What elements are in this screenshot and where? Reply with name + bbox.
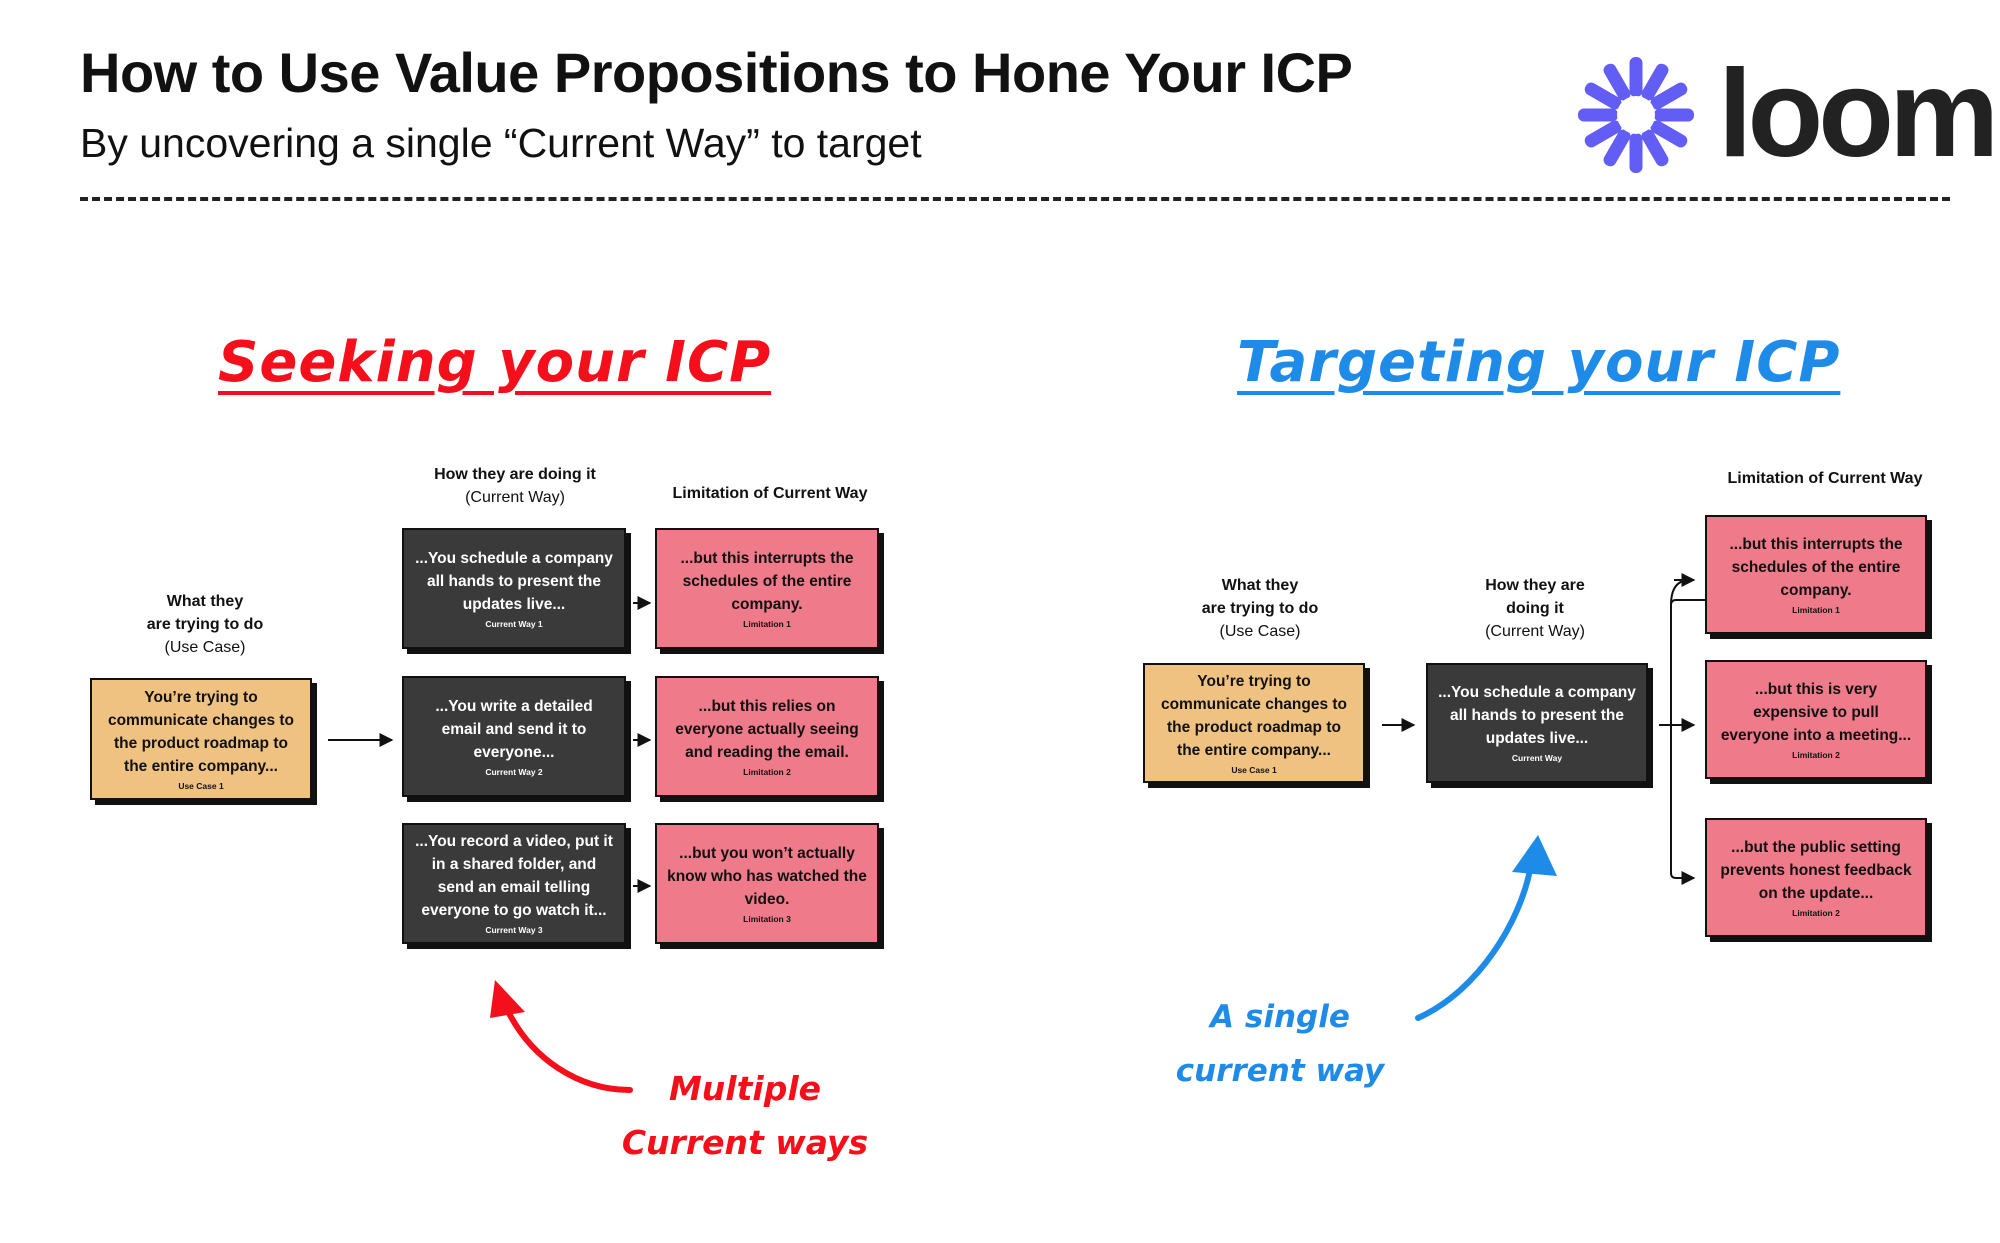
r-limitation-box: ...but the public setting prevents hones… [1705, 818, 1927, 937]
r-use-case-header: What they are trying to do (Use Case) [1201, 577, 1319, 640]
current-way-box: ...You record a video, put it in a share… [402, 823, 626, 944]
limitation-header: Limitation of Current Way [672, 485, 868, 502]
red-curved-arrow [502, 1002, 633, 1093]
targeting-heading: Targeting your ICP [1237, 330, 1841, 395]
single-current-way-note: A single current way [1175, 999, 1385, 1089]
branch-bracket [1670, 599, 1706, 885]
page-title: How to Use Value Propositions to Hone Yo… [80, 41, 1353, 104]
r-use-case-box: You’re trying to communicate changes to … [1143, 663, 1365, 783]
current-way-box: ...You schedule a company all hands to p… [402, 528, 626, 649]
r-current-way-header: How they are doing it (Current Way) [1485, 577, 1585, 640]
page-subtitle: By uncovering a single “Current Way” to … [80, 120, 922, 166]
current-way-header: How they are doing it (Current Way) [434, 466, 596, 506]
limitation-box: ...but you won’t actually know who has w… [655, 823, 879, 944]
r-limitation-header: Limitation of Current Way [1727, 470, 1923, 487]
loom-asterisk-icon [1578, 57, 1694, 173]
r-current-way-box: ...You schedule a company all hands to p… [1426, 663, 1648, 783]
limitation-box: ...but this interrupts the schedules of … [655, 528, 879, 649]
header-divider [80, 197, 1950, 201]
multiple-current-ways-note: Multiple Current ways [621, 1069, 869, 1162]
use-case-header: What they are trying to do (Use Case) [146, 593, 264, 656]
seeking-heading: Seeking your ICP [218, 330, 772, 395]
current-way-box: ...You write a detailed email and send i… [402, 676, 626, 797]
limitation-box: ...but this relies on everyone actually … [655, 676, 879, 797]
loom-logo-text: loom [1718, 45, 1999, 183]
r-limitation-box: ...but this is very expensive to pull ev… [1705, 660, 1927, 779]
r-limitation-box: ...but this interrupts the schedules of … [1705, 515, 1927, 634]
use-case-box: You’re trying to communicate changes to … [90, 678, 312, 800]
blue-curved-arrow [1415, 867, 1533, 1021]
